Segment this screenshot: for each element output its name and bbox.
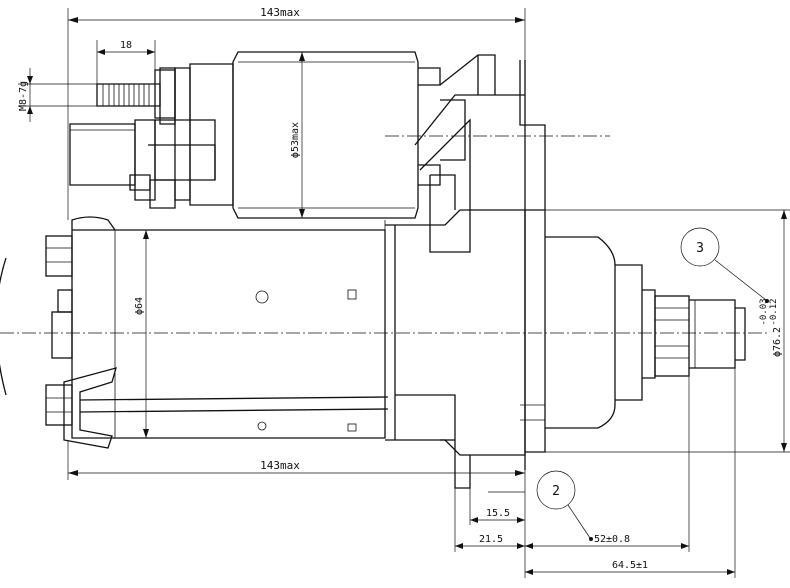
solenoid-terminal-cap [69, 63, 234, 209]
dim-solenoid-diameter: ϕ53max [290, 122, 301, 158]
dimension-lines [18, 8, 790, 578]
dim-pinion-distance: 52±0.8 [594, 534, 630, 545]
dim-pinion-length: 64.5±1 [612, 560, 648, 571]
balloon-2-label: 2 [552, 484, 560, 499]
arrowheads [27, 17, 787, 575]
dim-overall-length-bottom: 143max [260, 459, 300, 472]
drive-nose [545, 236, 656, 429]
threaded-stud [96, 69, 176, 119]
balloon-3-label: 3 [696, 241, 704, 256]
dim-terminal-length: 18 [120, 40, 132, 51]
mounting-flange [519, 60, 546, 470]
dim-pilot-tolerance: -0.03-0.12 [759, 298, 779, 325]
dim-flange-offset-b: 21.5 [479, 534, 503, 545]
end-cap-bolts [45, 235, 389, 449]
left-arc [0, 257, 7, 396]
dim-flange-offset-a: 15.5 [486, 508, 510, 519]
pinion-gear [654, 295, 746, 377]
dim-pilot-diameter: ϕ76.2 [772, 327, 783, 357]
balloon-3: 3 [680, 227, 769, 303]
drive-end-housing [385, 94, 526, 489]
dim-thread: M8-7g [18, 81, 29, 111]
dim-body-diameter: ϕ64 [134, 297, 145, 315]
balloon-2: 2 [536, 470, 593, 541]
dim-overall-length-top: 143max [260, 6, 300, 19]
motor-body [71, 216, 386, 439]
